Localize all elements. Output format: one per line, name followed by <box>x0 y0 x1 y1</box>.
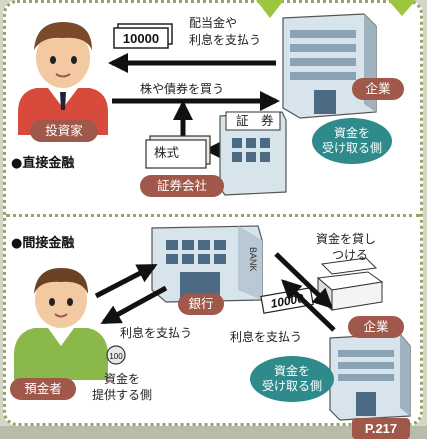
bank-building: BANK <box>151 225 263 303</box>
indirect-finance-title: ●間接金融 <box>11 236 75 251</box>
direct-finance-title: ●直接金融 <box>11 156 75 171</box>
lend-label-line1: 資金を貸し <box>316 232 377 246</box>
interest-from-company-label: 利息を支払う <box>230 330 303 344</box>
saver-pill: 預金者 <box>10 378 76 400</box>
broker-pill: 証券会社 <box>140 175 224 197</box>
company-pill-indirect: 企業 <box>348 316 404 338</box>
interest-to-saver-label: 利息を支払う <box>120 326 193 340</box>
receiver-indirect-line1: 資金を <box>273 364 310 378</box>
investor-figure <box>18 22 108 135</box>
company-pill-direct: 企業 <box>352 78 404 100</box>
receiver-direct-line2: 受け取る側 <box>321 141 382 155</box>
bank-pill: 銀行 <box>178 293 224 315</box>
lend-label-line2: つける <box>332 248 369 262</box>
dividend-label-line1: 配当金や <box>189 16 238 30</box>
coin-icon: 100 <box>106 345 126 365</box>
buy-label: 株や債券を買う <box>140 82 225 96</box>
investor-pill: 投資家 <box>30 120 98 142</box>
bond-label: 証 券 <box>236 113 274 128</box>
dividend-label-line2: 利息を支払う <box>189 33 262 47</box>
green-arrow-left <box>256 0 284 18</box>
receiver-bubble-indirect: 資金を 受け取る側 <box>250 356 334 402</box>
bank-sign: BANK <box>248 247 258 272</box>
provider-label-line1: 資金を <box>104 372 141 386</box>
stock-certificate <box>145 135 211 169</box>
company-building-direct <box>282 13 377 119</box>
company-building-indirect <box>329 333 411 421</box>
section-divider <box>6 214 420 217</box>
receiver-indirect-line2: 受け取る側 <box>261 379 322 393</box>
page-reference-badge[interactable]: P.217 <box>352 418 410 439</box>
provider-label-line2: 提供する側 <box>92 388 153 402</box>
saver-figure <box>14 268 108 380</box>
arrow-bank-to-company <box>274 252 333 309</box>
bill-value: 10000 <box>123 31 159 46</box>
receiver-bubble-direct: 資金を 受け取る側 <box>312 118 392 164</box>
arrow-company-to-bank <box>281 279 336 332</box>
money-bill-icon: 10000 <box>113 23 173 49</box>
stock-label: 株式 <box>154 145 180 160</box>
coin-value: 100 <box>109 352 123 361</box>
receiver-direct-line1: 資金を <box>333 126 370 140</box>
arrow-saver-to-bank <box>94 263 158 299</box>
arrow-bank-to-saver <box>100 285 168 325</box>
bottom-band <box>0 426 427 439</box>
money-stack-icon <box>316 257 384 312</box>
green-arrow-right <box>388 0 416 16</box>
